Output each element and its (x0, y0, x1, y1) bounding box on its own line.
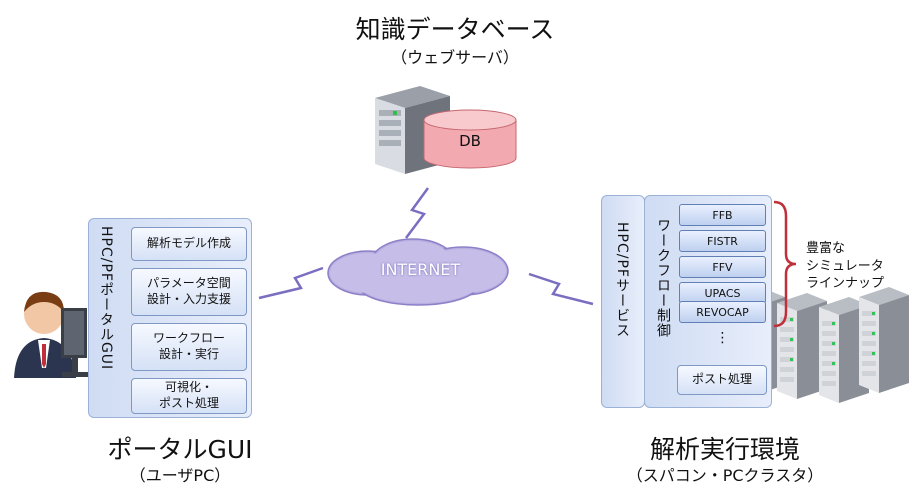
post-processing-box[interactable]: ポスト処理 (677, 365, 767, 395)
portal-item-parameter[interactable]: パラメータ空間 設計・入力支援 (131, 268, 247, 316)
lightning-top-icon (405, 187, 430, 239)
simulator-fistr[interactable]: FISTR (679, 230, 766, 252)
internet-cloud-icon (327, 238, 509, 306)
lineup-note-line1: 豊富な (806, 241, 846, 256)
portal-title: ポータルGUI (107, 435, 253, 464)
user-pc-icon (14, 291, 92, 378)
lineup-note: 豊富な シミュレータ ラインナップ (806, 240, 884, 293)
kb-title: 知識データベース (355, 15, 555, 44)
portal-panel-label: HPC/PFポータルGUI (98, 226, 114, 371)
lightning-left-icon (258, 266, 324, 300)
internet-label: INTERNET (380, 260, 461, 279)
portal-item-visualize[interactable]: 可視化・ ポスト処理 (131, 378, 247, 414)
db-label: DB (459, 132, 481, 150)
portal-subtitle: （ユーザPC） (129, 466, 231, 485)
portal-item-workflow[interactable]: ワークフロー 設計・実行 (131, 323, 247, 371)
exec-subtitle: （スパコン・PCクラスタ） (626, 466, 824, 485)
simulator-ellipsis: ⋮ (715, 330, 730, 346)
simulator-ffb[interactable]: FFB (679, 204, 766, 226)
db-cylinder (423, 109, 517, 169)
brace-icon (773, 200, 797, 328)
hpc-service-panel (601, 195, 645, 408)
portal-item-model[interactable]: 解析モデル作成 (131, 227, 247, 261)
workflow-label: ワークフロー制御 (655, 218, 671, 338)
kb-subtitle: （ウェブサーバ） (391, 48, 519, 67)
exec-title: 解析実行環境 (649, 435, 800, 464)
lineup-note-line3: ラインナップ (806, 276, 885, 292)
simulator-revocap[interactable]: REVOCAP (679, 301, 766, 323)
lineup-note-line2: シミュレータ (806, 258, 884, 274)
simulator-ffv[interactable]: FFV (679, 256, 766, 278)
lightning-right-icon (528, 272, 594, 306)
hpc-service-label: HPC/PFサービス (614, 222, 630, 338)
